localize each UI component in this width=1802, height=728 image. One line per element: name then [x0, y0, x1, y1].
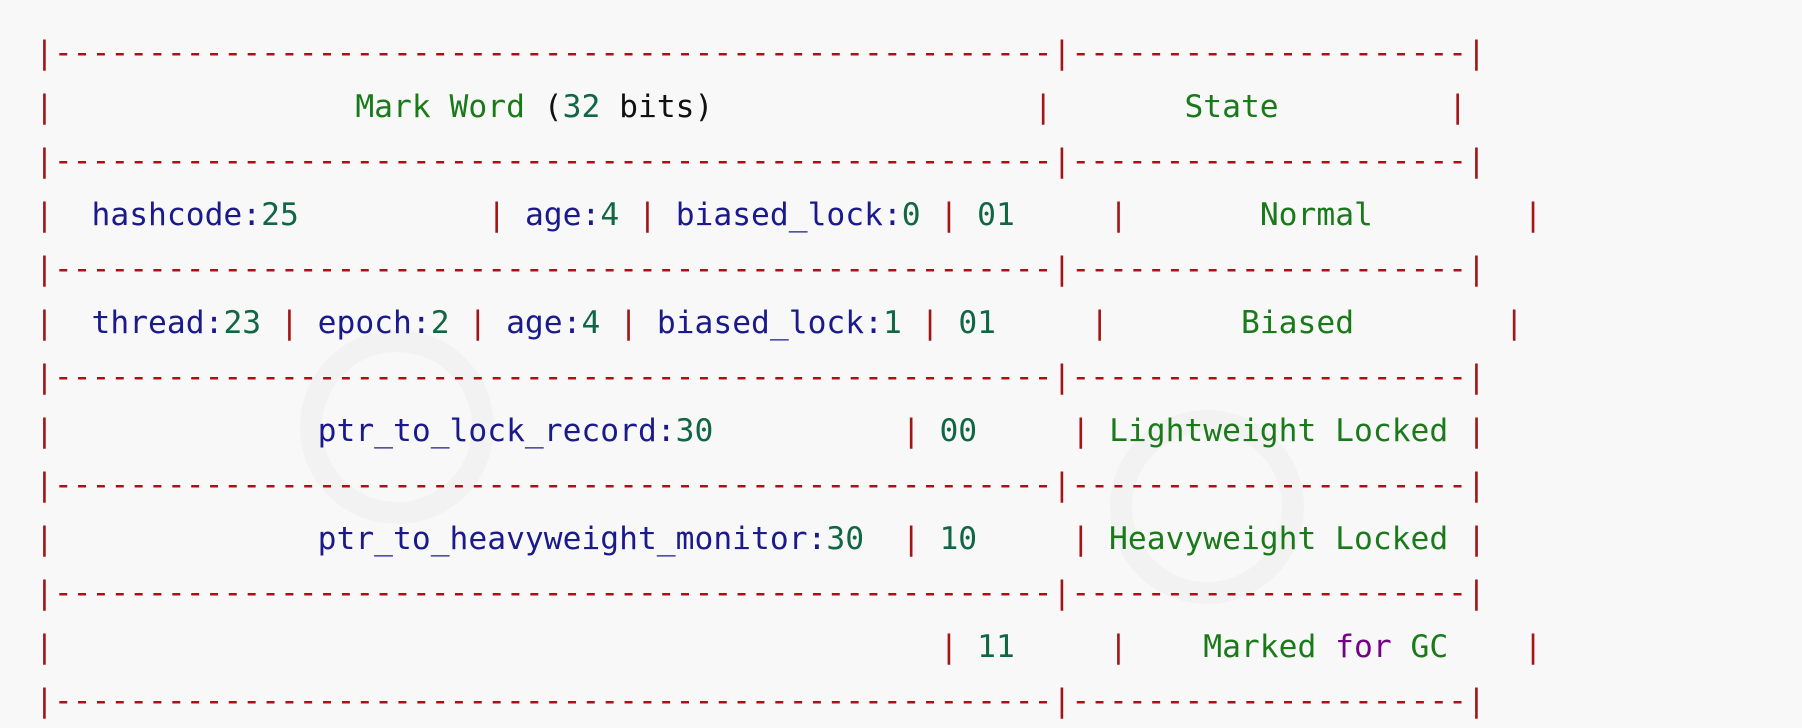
lock-tag: 11	[977, 629, 1015, 665]
state-label: Locked	[1335, 413, 1449, 449]
state-label: Heavyweight	[1109, 521, 1317, 557]
state-label: Locked	[1335, 521, 1449, 557]
table-row-biased: | thread:23 | epoch:2 | age:4 | biased_l…	[35, 305, 1524, 341]
state-label: Marked	[1203, 629, 1317, 665]
header-state: State	[1184, 89, 1279, 125]
table-row-normal: | hashcode:25 | age:4 | biased_lock:0 | …	[35, 197, 1543, 233]
table-header-row: | Mark Word (32 bits) | State |	[35, 89, 1468, 125]
table-separator: |---------------------------------------…	[35, 467, 1486, 503]
table-separator: |---------------------------------------…	[35, 143, 1486, 179]
table-separator: |---------------------------------------…	[35, 683, 1486, 719]
header-bits-count: 32	[562, 89, 601, 125]
lock-tag: 01	[958, 305, 997, 341]
mark-word-table: |---------------------------------------…	[35, 26, 1542, 728]
state-label: Lightweight	[1109, 413, 1317, 449]
header-title-word: Mark	[355, 89, 431, 125]
table-separator: |---------------------------------------…	[35, 575, 1486, 611]
lock-tag: 01	[977, 197, 1015, 233]
state-label: Normal	[1259, 197, 1373, 233]
table-row-gc: | | 11 | Marked for GC |	[35, 629, 1543, 665]
lock-tag: 10	[939, 521, 978, 557]
header-title-word: Word	[449, 89, 525, 125]
table-separator: |---------------------------------------…	[35, 251, 1486, 287]
table-separator: |---------------------------------------…	[35, 359, 1486, 395]
lock-tag: 00	[939, 413, 978, 449]
table-row-heavyweight: | ptr_to_heavyweight_monitor:30 | 10 | H…	[35, 521, 1486, 557]
state-label: Biased	[1240, 305, 1355, 341]
table-row-lightweight: | ptr_to_lock_record:30 | 00 | Lightweig…	[35, 413, 1486, 449]
table-separator: |---------------------------------------…	[35, 35, 1486, 71]
